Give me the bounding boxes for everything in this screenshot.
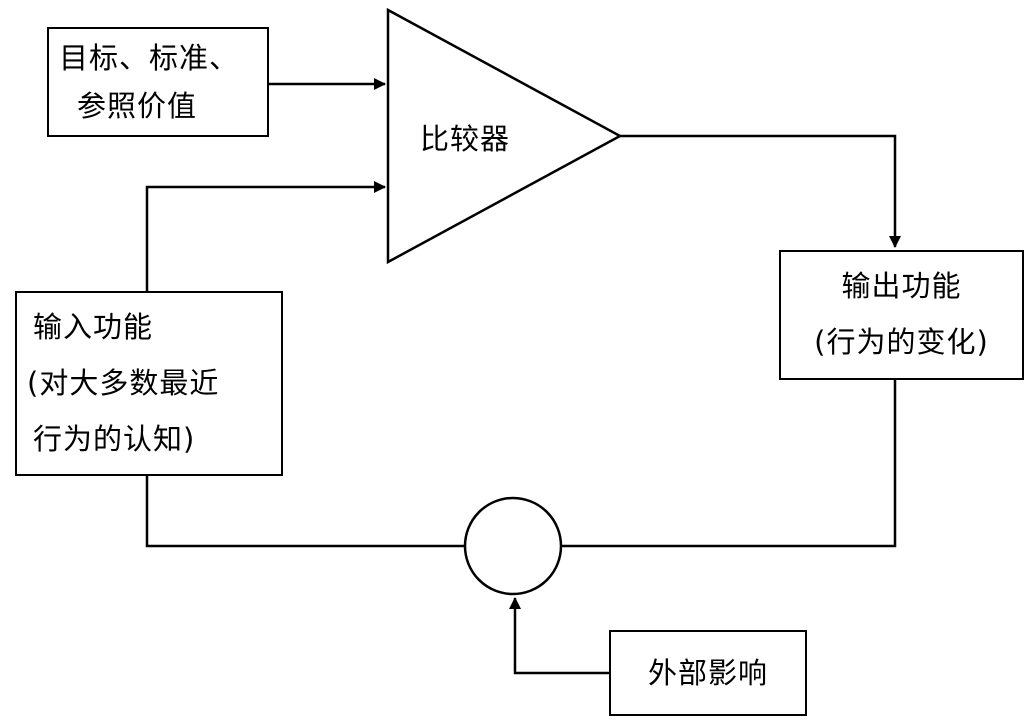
input-box-line-2: (对大多数最近 xyxy=(27,366,220,400)
external-influence-box: 外部影响 xyxy=(609,630,807,716)
comparator-to-output-arrow xyxy=(620,134,901,248)
comparator-label: 比较器 xyxy=(420,122,511,156)
output-box-line-2: (行为的变化) xyxy=(814,325,989,359)
input-function-box: 输入功能 (对大多数最近 行为的认知) xyxy=(15,291,283,476)
output-function-box: 输出功能 (行为的变化) xyxy=(779,250,1024,380)
external-box-label: 外部影响 xyxy=(647,656,768,690)
comparator-triangle xyxy=(386,7,623,265)
junction-to-input-line xyxy=(145,476,465,548)
goal-reference-box: 目标、标准、 参照价值 xyxy=(47,27,269,137)
goal-box-line-1: 目标、标准、 xyxy=(59,41,240,75)
input-to-comparator-arrow xyxy=(145,181,386,291)
output-box-line-1: 输出功能 xyxy=(841,269,962,303)
output-to-junction-line xyxy=(561,380,897,548)
external-to-junction-arrow xyxy=(509,597,609,675)
goal-box-line-2: 参照价值 xyxy=(77,89,198,123)
input-box-line-1: 输入功能 xyxy=(33,310,154,344)
summing-junction-circle xyxy=(463,496,563,596)
input-box-line-3: 行为的认知) xyxy=(33,422,196,456)
